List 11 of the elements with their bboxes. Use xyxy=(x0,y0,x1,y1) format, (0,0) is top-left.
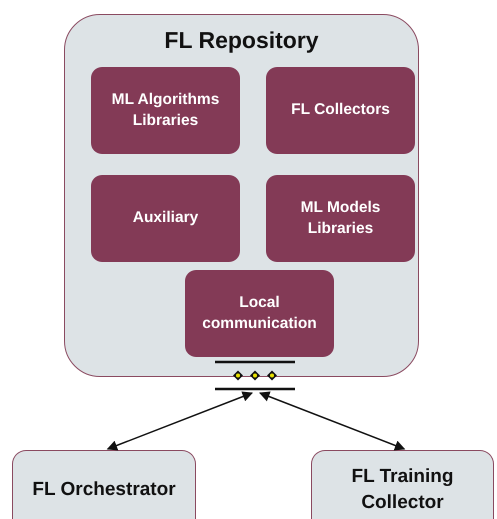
module-box: Local communication xyxy=(185,270,334,357)
module-box: ML Models Libraries xyxy=(266,175,415,262)
component-box: FL Orchestrator xyxy=(12,450,196,519)
module-box: FL Collectors xyxy=(266,67,415,154)
repository-panel xyxy=(64,14,419,377)
arrow xyxy=(259,392,406,450)
module-box: ML Algorithms Libraries xyxy=(91,67,240,154)
component-box: FL Training Collector xyxy=(311,450,494,519)
panel-title: FL Repository xyxy=(163,27,320,54)
arrow xyxy=(106,392,253,450)
module-box: Auxiliary xyxy=(91,175,240,262)
